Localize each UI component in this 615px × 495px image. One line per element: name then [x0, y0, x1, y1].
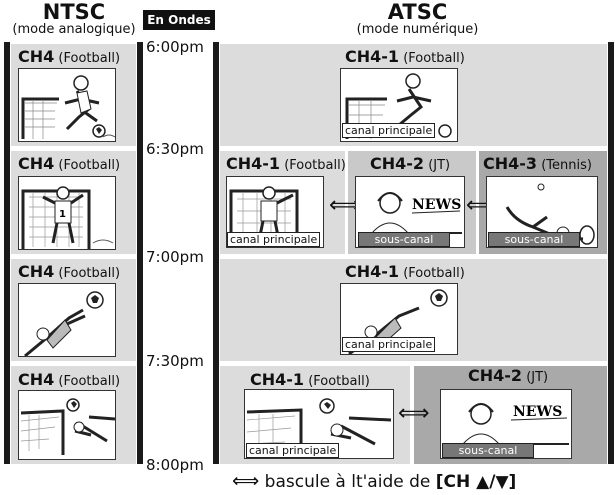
- switch-arrow-icon: ⟺: [329, 193, 361, 218]
- channel-number: CH4-1: [345, 262, 400, 281]
- atsc-left-bar: [213, 42, 219, 464]
- program-name: (Football): [403, 51, 465, 66]
- news-text: NEWS: [412, 197, 461, 213]
- program-name: (Football): [58, 158, 121, 173]
- channel-number: CH4-3: [483, 154, 538, 173]
- time-label: 8:00pm: [146, 456, 204, 474]
- ntsc-right-bar: [137, 42, 143, 464]
- program-name: (Football): [308, 374, 370, 389]
- program-name: (JT): [526, 370, 549, 385]
- channel-number: CH4-1: [250, 370, 305, 389]
- channel-number: CH4: [18, 47, 55, 66]
- time-label: 7:30pm: [146, 352, 204, 370]
- channel-number: CH4-1: [345, 47, 400, 66]
- ntsc-channel-label: CH4 (Football): [18, 370, 120, 389]
- channel-tag: canal principale: [246, 443, 340, 458]
- ntsc-left-bar: [4, 42, 10, 464]
- atsc-channel-label: CH4-3 (Tennis): [483, 154, 592, 173]
- football-kick-picture: [18, 68, 116, 142]
- channel-number: CH4-2: [370, 154, 425, 173]
- atsc-channel-label: CH4-1 (Football): [345, 262, 465, 281]
- channel-number: CH4: [18, 154, 55, 173]
- switch-arrow-icon: ⟺: [398, 401, 430, 426]
- channel-tag: canal principale: [227, 232, 321, 247]
- channel-tag: canal principale: [342, 123, 436, 138]
- channel-number: CH4: [18, 370, 55, 389]
- atsc-subtitle: (mode numérique): [356, 22, 479, 37]
- program-name: (Football): [58, 266, 121, 281]
- atsc-right-bar: [608, 42, 614, 464]
- time-label: 6:30pm: [146, 140, 204, 158]
- switch-arrow-icon: ⟺: [232, 470, 260, 492]
- channel-number: CH4: [18, 262, 55, 281]
- time-label: 6:00pm: [146, 38, 204, 56]
- ntsc-channel-label: CH4 (Football): [18, 262, 120, 281]
- program-name: (Football): [284, 158, 346, 173]
- program-name: (Football): [58, 51, 121, 66]
- atsc-channel-label: CH4-1 (Football): [345, 47, 465, 66]
- diving-header-picture: [18, 390, 116, 460]
- ntsc-subtitle: (mode analogique): [12, 22, 136, 37]
- channel-tag: sous-canal: [488, 232, 580, 247]
- svg-text:1: 1: [59, 209, 66, 220]
- ntsc-channel-label: CH4 (Football): [18, 47, 120, 66]
- program-name: (Tennis): [541, 158, 592, 173]
- atsc-channel-label: CH4-2 (JT): [370, 154, 450, 173]
- program-name: (Football): [58, 374, 121, 389]
- channel-number: CH4-2: [468, 366, 523, 385]
- news-text: NEWS: [513, 404, 562, 420]
- ntsc-channel-label: CH4 (Football): [18, 154, 120, 173]
- goalkeeper-dive-picture: [18, 283, 116, 357]
- ntsc-title: NTSC: [42, 0, 106, 24]
- goal-shot-picture: 1: [18, 176, 116, 250]
- channel-tag: canal principale: [342, 337, 436, 352]
- program-name: (JT): [428, 158, 451, 173]
- en-ondes-label: En Ondes: [143, 10, 215, 30]
- footer-text: bascule à lt'aide de: [264, 472, 431, 492]
- time-label: 7:00pm: [146, 248, 204, 266]
- channel-tag: sous-canal: [442, 443, 534, 458]
- atsc-channel-label: CH4-1 (Football): [226, 154, 346, 173]
- atsc-channel-label: CH4-2 (JT): [468, 366, 548, 385]
- footer-note: ⟺ bascule à lt'aide de [CH ▲/▼]: [232, 470, 516, 492]
- channel-tag: sous-canal: [358, 232, 450, 247]
- atsc-title: ATSC: [387, 0, 448, 24]
- atsc-channel-label: CH4-1 (Football): [250, 370, 370, 389]
- program-name: (Football): [403, 266, 465, 281]
- channel-number: CH4-1: [226, 154, 281, 173]
- footer-keys: [CH ▲/▼]: [435, 472, 517, 492]
